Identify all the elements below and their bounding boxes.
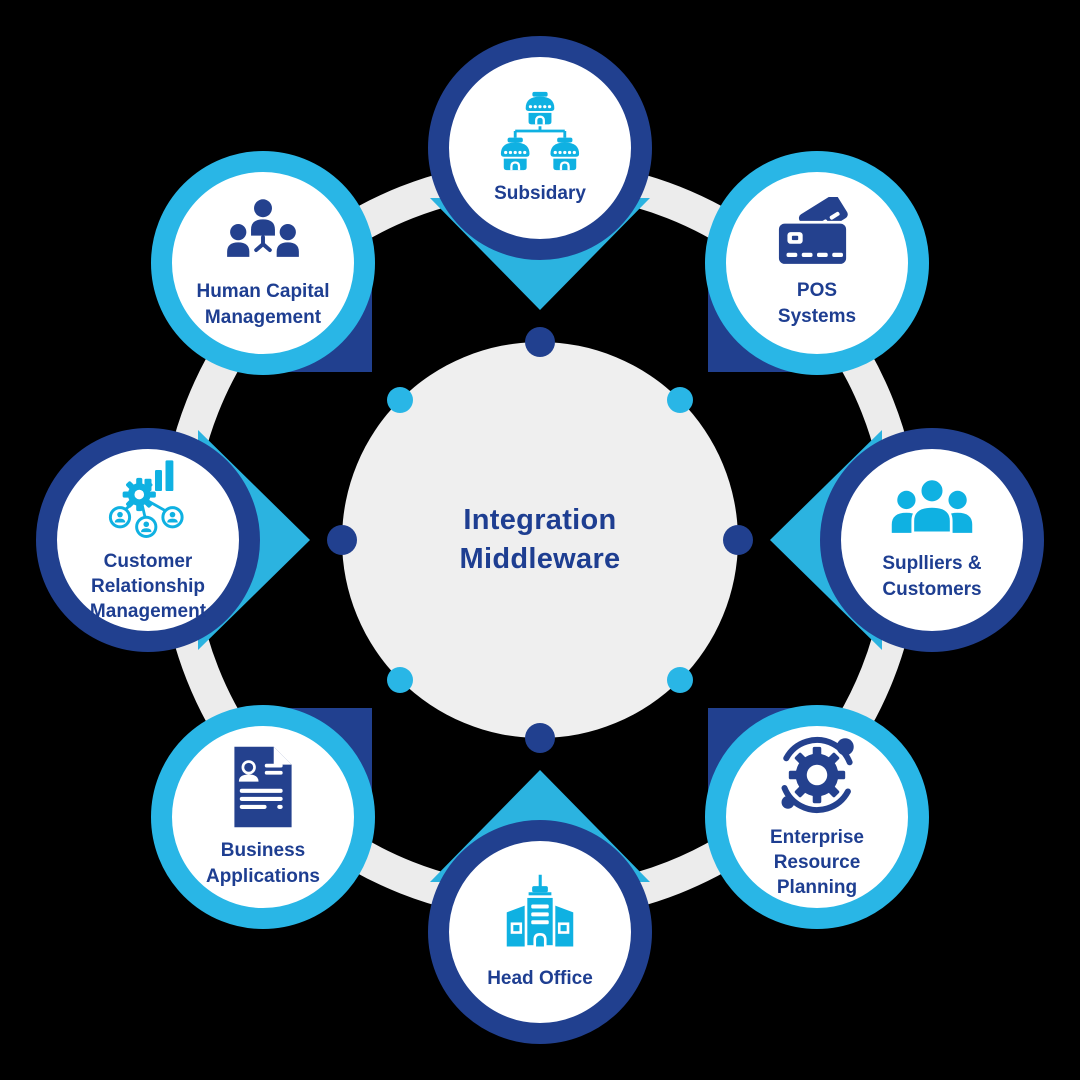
node-label: Customer Relationship Management — [89, 550, 207, 623]
node-label: Enterprise Resource Planning — [770, 826, 864, 899]
hub-dot-south — [525, 723, 555, 753]
node-bubble: Head Office — [428, 820, 652, 1044]
hub-dot-north — [525, 327, 555, 357]
node-suppliers-customers: Suplliers & Customers — [770, 428, 1044, 652]
hub-dot-southeast — [667, 667, 693, 693]
document-profile-icon — [234, 747, 292, 828]
gear-orbit-icon — [778, 736, 856, 813]
chart-gear-people-icon — [108, 460, 184, 538]
node-label: Business Applications — [205, 840, 320, 887]
node-hcm: Human Capital Management — [151, 151, 375, 375]
hub-dot-northeast — [667, 387, 693, 413]
node-bubble: Suplliers & Customers — [820, 428, 1044, 652]
hub-dot-east — [723, 525, 753, 555]
node-label: Head Office — [487, 967, 593, 989]
node-crm: Customer Relationship Management — [36, 428, 310, 652]
node-bubble: Enterprise Resource Planning — [705, 705, 929, 929]
node-bubble: POS Systems — [705, 151, 929, 375]
node-label: POS Systems — [777, 280, 857, 327]
hub-dot-southwest — [387, 667, 413, 693]
people-hierarchy-icon — [227, 199, 299, 258]
hub-dot-northwest — [387, 387, 413, 413]
node-bubble: Customer Relationship Management — [36, 428, 260, 652]
node-bubble: Subsidary — [428, 36, 652, 260]
node-subsidiary: Subsidary — [428, 36, 652, 310]
store-network-icon — [499, 90, 581, 172]
node-label: Human Capital Management — [196, 281, 330, 328]
node-label: Suplliers & Customers — [882, 553, 982, 600]
credit-card-icon — [776, 197, 849, 268]
hub-dot-west — [327, 525, 357, 555]
node-business-applications: Business Applications — [151, 705, 375, 929]
center-title: Integration Middleware — [459, 503, 621, 575]
node-bubble: Business Applications — [151, 705, 375, 929]
node-bubble: Human Capital Management — [151, 151, 375, 375]
node-erp: Enterprise Resource Planning — [705, 705, 929, 929]
node-label: Subsidary — [494, 182, 586, 204]
people-group-icon — [891, 478, 973, 535]
office-building-icon — [506, 874, 574, 948]
node-head-office: Head Office — [428, 770, 652, 1044]
node-pos-systems: POS Systems — [705, 151, 929, 375]
